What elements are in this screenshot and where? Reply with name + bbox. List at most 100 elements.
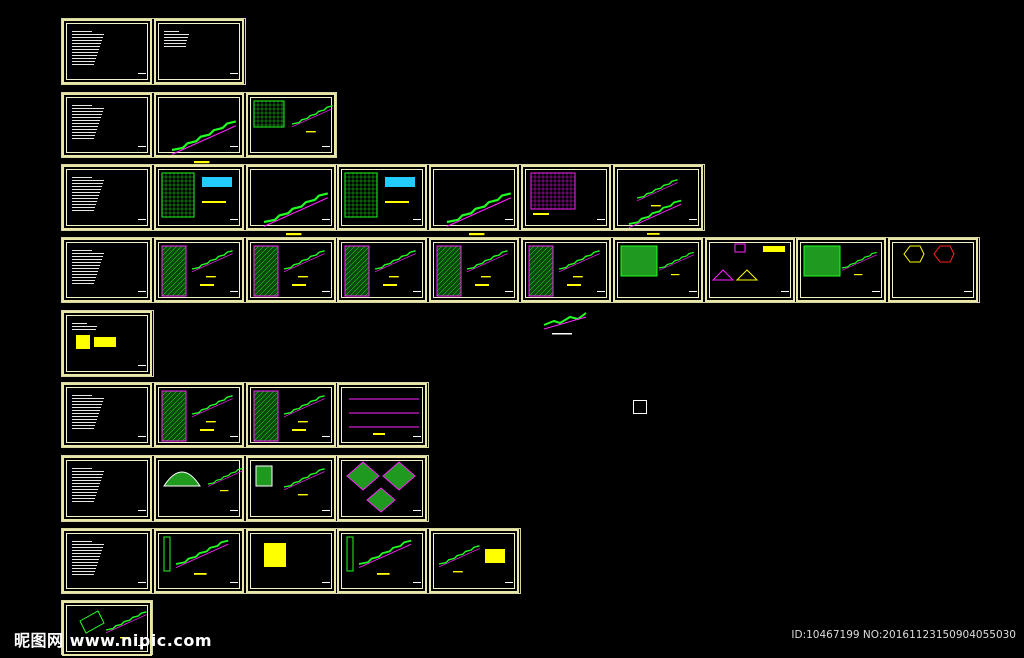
drawing-sheet-diamond[interactable]: [337, 456, 428, 521]
drawing-sheet-hatch-plan[interactable]: [153, 383, 244, 447]
sheet-border: [525, 169, 607, 226]
drawing-sheet-text[interactable]: [62, 19, 152, 84]
drawing-sheet-plan-cyan[interactable]: [337, 165, 428, 230]
sheet-border: [525, 242, 607, 298]
sheet-border: [157, 23, 240, 80]
drawing-sheet-partial[interactable]: [62, 601, 152, 656]
drawing-sheet-stair-small[interactable]: [612, 165, 703, 235]
drawing-sheet-plan-dense[interactable]: [796, 238, 887, 302]
sheet-drawing: [346, 536, 412, 575]
sheet-border: [157, 97, 240, 153]
title-block-mark: [321, 510, 330, 511]
sheet-notes: [72, 177, 105, 213]
sheet-border: [433, 533, 516, 589]
drawing-sheet-text[interactable]: [62, 383, 152, 447]
drawing-sheet-text[interactable]: [62, 238, 152, 302]
sheet-drawing: [344, 172, 416, 218]
sheet-drawing: [803, 245, 878, 277]
sheet-drawing: [903, 245, 955, 263]
drawing-sheet-text-yellow[interactable]: [62, 311, 152, 376]
drawing-sheet-arch-stair[interactable]: [245, 456, 336, 521]
title-block-mark: [413, 510, 422, 511]
sheet-drawing: [263, 543, 286, 567]
sheet-row-frame: [61, 18, 246, 85]
sheet-border: [433, 242, 516, 298]
sheet-row-frame: [61, 92, 338, 158]
sheet-drawing: [64, 531, 154, 595]
drawing-sheet-stair[interactable]: [429, 165, 520, 236]
drawing-sheet-hatch-plan[interactable]: [521, 238, 611, 302]
title-block-mark: [321, 582, 330, 583]
title-block-mark: [138, 219, 146, 220]
drawing-sheet-column-stair[interactable]: [337, 529, 428, 593]
title-block-mark: [138, 436, 146, 437]
sheet-border: [66, 387, 148, 443]
drawing-sheet-stair-table[interactable]: [429, 529, 520, 593]
drawing-sheet-text[interactable]: [62, 93, 152, 157]
sheet-drawing: [64, 240, 154, 304]
sheet-drawing: [163, 536, 229, 575]
drawing-sheet-hatch-plan[interactable]: [153, 238, 244, 302]
sheet-drawing: [711, 243, 785, 281]
sheet-border: [433, 169, 516, 226]
sheet-notes: [72, 31, 105, 67]
sheet-border: [66, 533, 148, 589]
drawing-sheet-grid-plan[interactable]: [521, 165, 611, 230]
sheet-drawing: [161, 390, 233, 442]
sheet-drawing: [161, 245, 233, 297]
sheet-border: [157, 460, 240, 517]
drawing-sheet-stair[interactable]: [245, 165, 336, 236]
sheet-row-frame: [61, 528, 521, 594]
sheet-drawing: [64, 167, 154, 232]
sheet-border: [249, 97, 332, 153]
drawing-sheet-section-lines[interactable]: [337, 383, 428, 447]
sheet-row-frame: [61, 237, 980, 303]
sheet-drawing: [263, 192, 328, 236]
sheet-border: [66, 315, 148, 372]
drawing-sheet-text[interactable]: [62, 456, 152, 521]
drawing-sheet-hatch-plan[interactable]: [245, 238, 336, 302]
drawing-sheet-text-small[interactable]: [153, 19, 246, 86]
drawing-sheet-text[interactable]: [62, 529, 152, 593]
drawing-sheet-plan-cyan[interactable]: [153, 165, 244, 230]
sheet-border: [66, 605, 148, 652]
sheet-drawing: [439, 545, 506, 573]
sheet-drawing: [156, 21, 246, 86]
sheet-notes: [72, 468, 105, 504]
sheet-border: [66, 97, 148, 153]
sheet-drawing: [76, 335, 116, 349]
watermark: 昵图网 www.nipic.com: [14, 631, 212, 650]
drawing-sheet-hatch-plan[interactable]: [245, 383, 336, 447]
sheet-drawing: [620, 245, 694, 277]
sheet-row-frame: [61, 310, 154, 377]
title-block-mark: [413, 582, 422, 583]
sheet-border: [800, 242, 883, 298]
title-block-mark: [413, 436, 422, 437]
drawing-sheet-plan-stair[interactable]: [245, 93, 336, 157]
drawing-sheet-hexagon[interactable]: [888, 238, 979, 302]
drawing-sheet-text[interactable]: [62, 165, 152, 230]
sheet-row-frame: [61, 382, 430, 448]
sheet-border: [341, 242, 424, 298]
sheet-notes: [72, 395, 105, 431]
crosshair-pickbox: [633, 400, 647, 414]
drawing-sheet-plan-dense[interactable]: [612, 238, 703, 302]
drawing-sheet-yellow-table[interactable]: [245, 529, 336, 593]
title-block-mark: [321, 219, 330, 220]
sheet-border: [249, 387, 332, 443]
sheet-border: [616, 242, 699, 298]
title-block-mark: [138, 645, 146, 646]
drawing-sheet-detail-mixed[interactable]: [704, 238, 795, 302]
drawing-sheet-column-stair[interactable]: [153, 529, 244, 593]
drawing-sheet-hatch-plan[interactable]: [337, 238, 428, 302]
sheet-notes: [72, 250, 105, 286]
title-block-mark: [505, 219, 514, 220]
drawing-sheet-dome[interactable]: [153, 456, 244, 521]
sheet-row-frame: [61, 455, 430, 522]
sheet-notes: [163, 31, 190, 49]
sheet-drawing: [64, 95, 154, 159]
sheet-drawing: [253, 245, 325, 297]
drawing-sheet-stair[interactable]: [153, 93, 244, 164]
drawing-sheet-hatch-plan[interactable]: [429, 238, 520, 302]
